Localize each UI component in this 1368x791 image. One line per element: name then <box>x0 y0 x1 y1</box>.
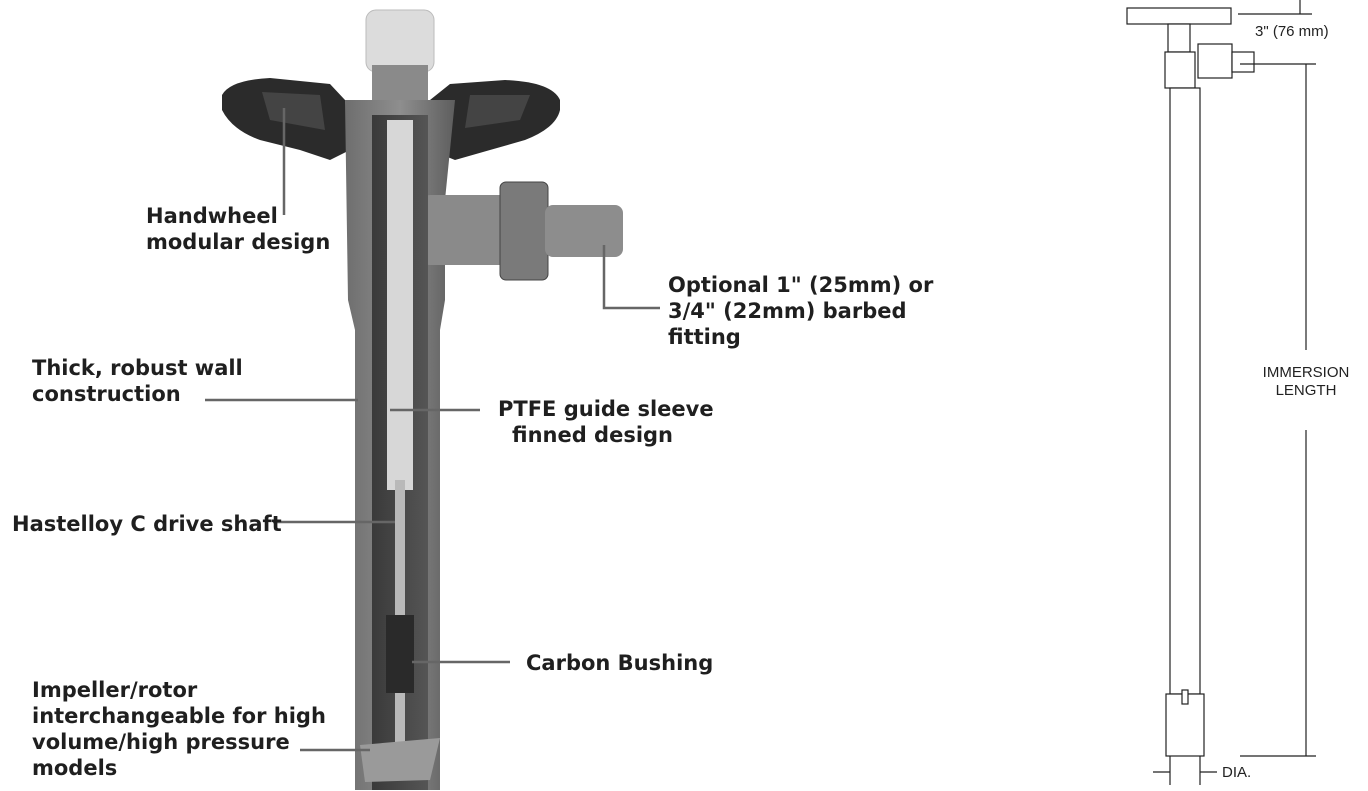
impeller-label-line4: models <box>32 756 118 780</box>
sleeve-label-line2: finned design <box>512 423 674 447</box>
wall-label-line2: construction <box>32 382 181 406</box>
top-dimension-label: 3" (76 mm) <box>1255 23 1329 40</box>
immersion-line2: LENGTH <box>1275 382 1337 399</box>
wall-label: Thick, robust wall construction <box>32 355 243 407</box>
impeller-label-line3: volume/high pressure <box>32 730 290 754</box>
leader-lines <box>205 108 660 752</box>
immersion-line1: IMMERSION <box>1262 364 1350 381</box>
fitting-label-line2: 3/4" (22mm) barbed <box>668 299 907 323</box>
fitting-label-line3: fitting <box>668 325 741 349</box>
sleeve-label: PTFE guide sleeve finned design <box>498 396 714 448</box>
sleeve-label-line1: PTFE guide sleeve <box>498 397 714 421</box>
immersion-length-label: IMMERSION LENGTH <box>1252 364 1360 400</box>
bushing-label: Carbon Bushing <box>526 651 714 675</box>
top-cap <box>365 9 435 73</box>
outlet-fitting-shape <box>420 181 623 281</box>
impeller-label-line2: interchangeable for high <box>32 704 326 728</box>
wall-label-line1: Thick, robust wall <box>32 356 243 380</box>
carbon-bushing-shape <box>386 615 414 693</box>
dimension-drawing <box>1126 0 1316 785</box>
handwheel-label-line1: Handwheel <box>146 204 278 228</box>
shaft-label: Hastelloy C drive shaft <box>12 512 282 536</box>
fitting-label: Optional 1" (25mm) or 3/4" (22mm) barbed… <box>668 272 933 350</box>
impeller-label: Impeller/rotor interchangeable for high … <box>32 677 326 781</box>
diameter-label: DIA. <box>1222 764 1252 781</box>
impeller-label-line1: Impeller/rotor <box>32 678 198 702</box>
impeller-shape <box>360 738 440 782</box>
handwheel-label-line2: modular design <box>146 230 331 254</box>
handwheel-shape <box>222 78 560 160</box>
handwheel-label: Handwheel modular design <box>146 203 330 255</box>
fitting-label-line1: Optional 1" (25mm) or <box>668 273 934 297</box>
guide-sleeve-shape <box>387 120 413 490</box>
